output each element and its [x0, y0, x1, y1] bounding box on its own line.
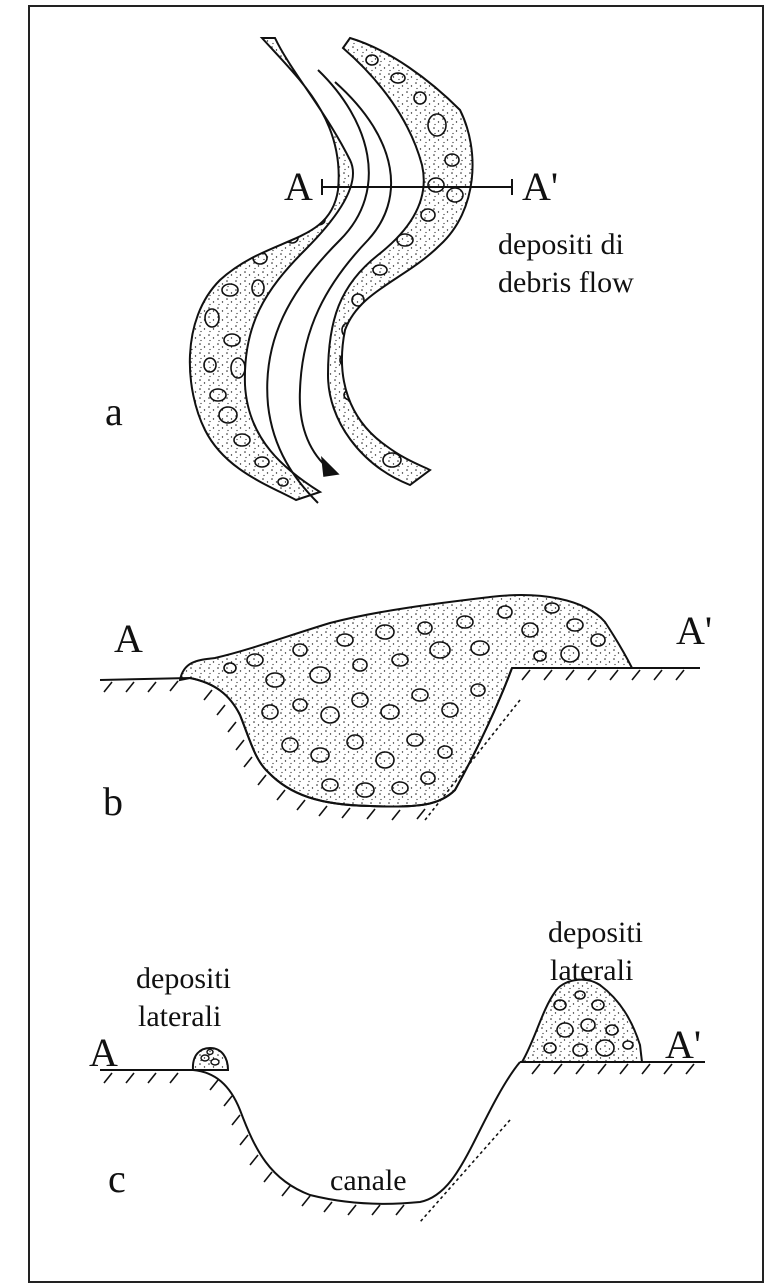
right-deposit-label-line-1: depositi — [548, 916, 643, 949]
ground-surface-left — [100, 678, 190, 680]
section-label-right-c: A' — [665, 1022, 701, 1067]
deposit-label-line-2: debris flow — [498, 266, 634, 299]
section-label-left-c: A — [89, 1030, 118, 1075]
section-label-end: A' — [522, 164, 558, 209]
section-label-right: A' — [676, 608, 712, 653]
panel-b-cross-section: A A' b — [100, 595, 712, 824]
section-label-left: A — [114, 616, 143, 661]
flow-arrow-icon — [322, 458, 338, 476]
panel-letter-a: a — [105, 389, 123, 434]
channel-label: canale — [330, 1164, 407, 1197]
deposit-label-line-1: depositi di — [498, 228, 624, 261]
debris-fill — [180, 595, 632, 806]
left-lateral-deposit — [193, 1048, 228, 1070]
panel-letter-c: c — [108, 1156, 126, 1201]
section-label-start: A — [284, 164, 313, 209]
panel-c-cross-section: depositi laterali depositi laterali A A'… — [89, 916, 705, 1222]
left-deposit-label-line-1: depositi — [136, 962, 231, 995]
panel-letter-b: b — [103, 779, 123, 824]
right-bank-hatch-line-c — [420, 1120, 510, 1222]
right-lateral-deposit — [522, 980, 642, 1062]
panel-a-plan-view: A A' depositi di debris flow a — [105, 38, 634, 503]
left-levee-deposit — [190, 38, 353, 500]
right-deposit-label-line-2: laterali — [550, 954, 633, 987]
left-deposit-label-line-2: laterali — [138, 1000, 221, 1033]
